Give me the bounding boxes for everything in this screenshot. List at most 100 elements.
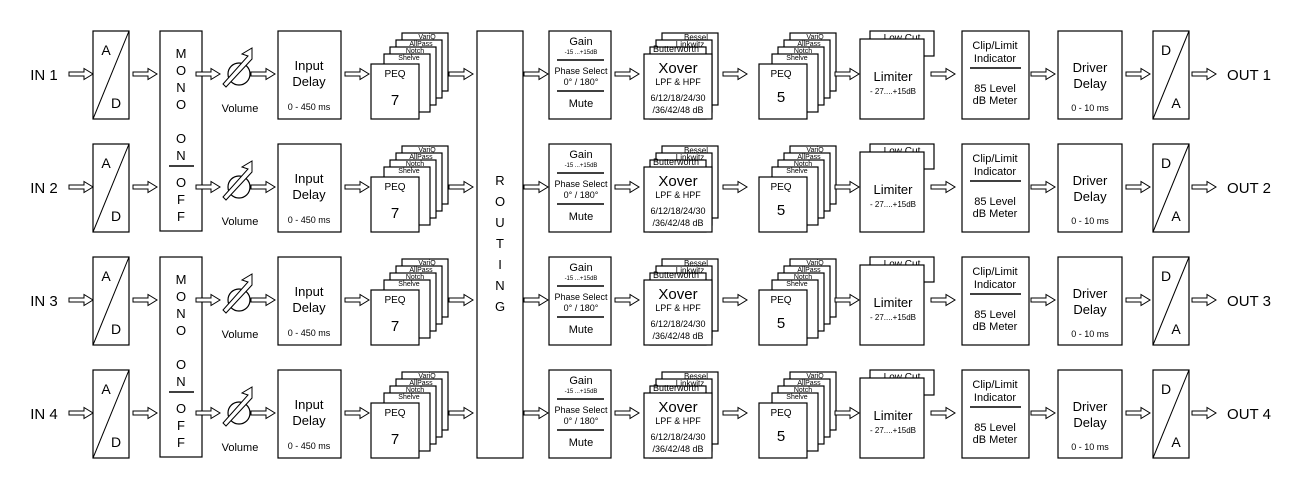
peq-count: 7 xyxy=(391,92,399,109)
peq-layer-label: Shelve xyxy=(398,281,420,288)
peq-layer-label: Shelve xyxy=(786,55,808,62)
peq-count: 7 xyxy=(391,431,399,448)
volume-arrow-icon xyxy=(222,47,253,88)
da-converter: DA xyxy=(1152,143,1190,233)
limiter-box xyxy=(859,38,925,120)
peq-count: 5 xyxy=(777,202,785,219)
limiter-title: Limiter xyxy=(873,295,913,310)
xover-layer-label: Linkwitz xyxy=(676,379,704,388)
peq-layer-label: AllPass xyxy=(797,267,821,274)
off-letter: F xyxy=(177,209,185,224)
ad-diagonal xyxy=(92,256,130,346)
flow-arrow xyxy=(344,407,370,419)
clip-box xyxy=(961,143,1030,233)
clip-title: Clip/Limit xyxy=(972,379,1017,391)
flow-arrow xyxy=(614,294,640,306)
input-delay-range: 0 - 450 ms xyxy=(288,215,331,225)
limiter-range: - 27....+15dB xyxy=(870,200,916,209)
peq-count: 7 xyxy=(391,205,399,222)
driver-delay-title: Driver xyxy=(1073,60,1108,75)
flow-arrow xyxy=(1125,68,1151,80)
off-letter: O xyxy=(176,175,186,190)
on-letter: O xyxy=(176,357,186,372)
peq-count: 5 xyxy=(777,315,785,332)
xover-front-box xyxy=(643,166,713,233)
clip-title: Clip/Limit xyxy=(972,153,1017,165)
da-diagonal xyxy=(1152,143,1190,233)
peq-count: 5 xyxy=(777,89,785,106)
da-diagonal xyxy=(1152,256,1190,346)
ad-top-letter: A xyxy=(101,381,111,397)
da-converter: DA xyxy=(1152,30,1190,120)
mono-letter: M xyxy=(176,272,187,287)
input-delay-title: Delay xyxy=(292,413,326,428)
level-meter-label: 85 Level xyxy=(974,83,1016,95)
off-letter: F xyxy=(177,192,185,207)
phase-label: Phase Select xyxy=(554,292,608,302)
ad-converter: AD xyxy=(92,369,130,459)
flow-arrow xyxy=(344,294,370,306)
on-letter: O xyxy=(176,131,186,146)
volume-arrow-icon xyxy=(222,160,253,201)
xover-front-box xyxy=(643,392,713,459)
input-delay-title: Delay xyxy=(292,74,326,89)
flow-arrow xyxy=(250,181,276,193)
peq-layer-label: AllPass xyxy=(797,41,821,48)
flow-arrow xyxy=(722,407,748,419)
phase-values: 0° / 180° xyxy=(564,303,599,313)
da-diagonal xyxy=(1152,369,1190,459)
flow-arrow xyxy=(930,68,956,80)
peq-count: 5 xyxy=(777,428,785,445)
flow-arrow xyxy=(834,68,860,80)
clip-title: Indicator xyxy=(974,279,1017,291)
level-meter-label: dB Meter xyxy=(973,321,1018,333)
peq-front-box xyxy=(758,63,808,120)
limiter-block: Low CutLimiter- 27....+15dB xyxy=(859,30,935,120)
flow-arrow xyxy=(132,181,158,193)
flow-arrow xyxy=(930,294,956,306)
level-meter-label: dB Meter xyxy=(973,208,1018,220)
mono-letter: O xyxy=(176,97,186,112)
phase-values: 0° / 180° xyxy=(564,416,599,426)
input-delay-range: 0 - 450 ms xyxy=(288,328,331,338)
driver-delay-box xyxy=(1057,143,1123,233)
peq-label: PEQ xyxy=(384,408,405,419)
clip-title: Clip/Limit xyxy=(972,40,1017,52)
limiter-block: Low CutLimiter- 27....+15dB xyxy=(859,256,935,346)
gain-range: -15 ...+15dB xyxy=(565,389,598,395)
driver-delay-title: Delay xyxy=(1073,189,1107,204)
gain-box xyxy=(548,143,612,233)
volume-label: Volume xyxy=(222,216,259,228)
peq-layer-label: Notch xyxy=(406,48,424,55)
xover-title: Xover xyxy=(658,173,697,190)
driver-delay-range: 0 - 10 ms xyxy=(1071,216,1109,226)
xover-slopes: 6/12/18/24/30 xyxy=(650,319,705,329)
phase-label: Phase Select xyxy=(554,66,608,76)
da-bottom-letter: A xyxy=(1171,321,1181,337)
peq-layer-label: AllPass xyxy=(797,154,821,161)
flow-arrow xyxy=(523,407,549,419)
peq-front-box xyxy=(370,289,420,346)
ad-converter: AD xyxy=(92,143,130,233)
peq-front-box xyxy=(370,402,420,459)
ad-diagonal xyxy=(92,369,130,459)
phase-values: 0° / 180° xyxy=(564,77,599,87)
driver-delay-title: Delay xyxy=(1073,415,1107,430)
level-meter-label: 85 Level xyxy=(974,196,1016,208)
peq-label: PEQ xyxy=(384,295,405,306)
input-delay-range: 0 - 450 ms xyxy=(288,102,331,112)
